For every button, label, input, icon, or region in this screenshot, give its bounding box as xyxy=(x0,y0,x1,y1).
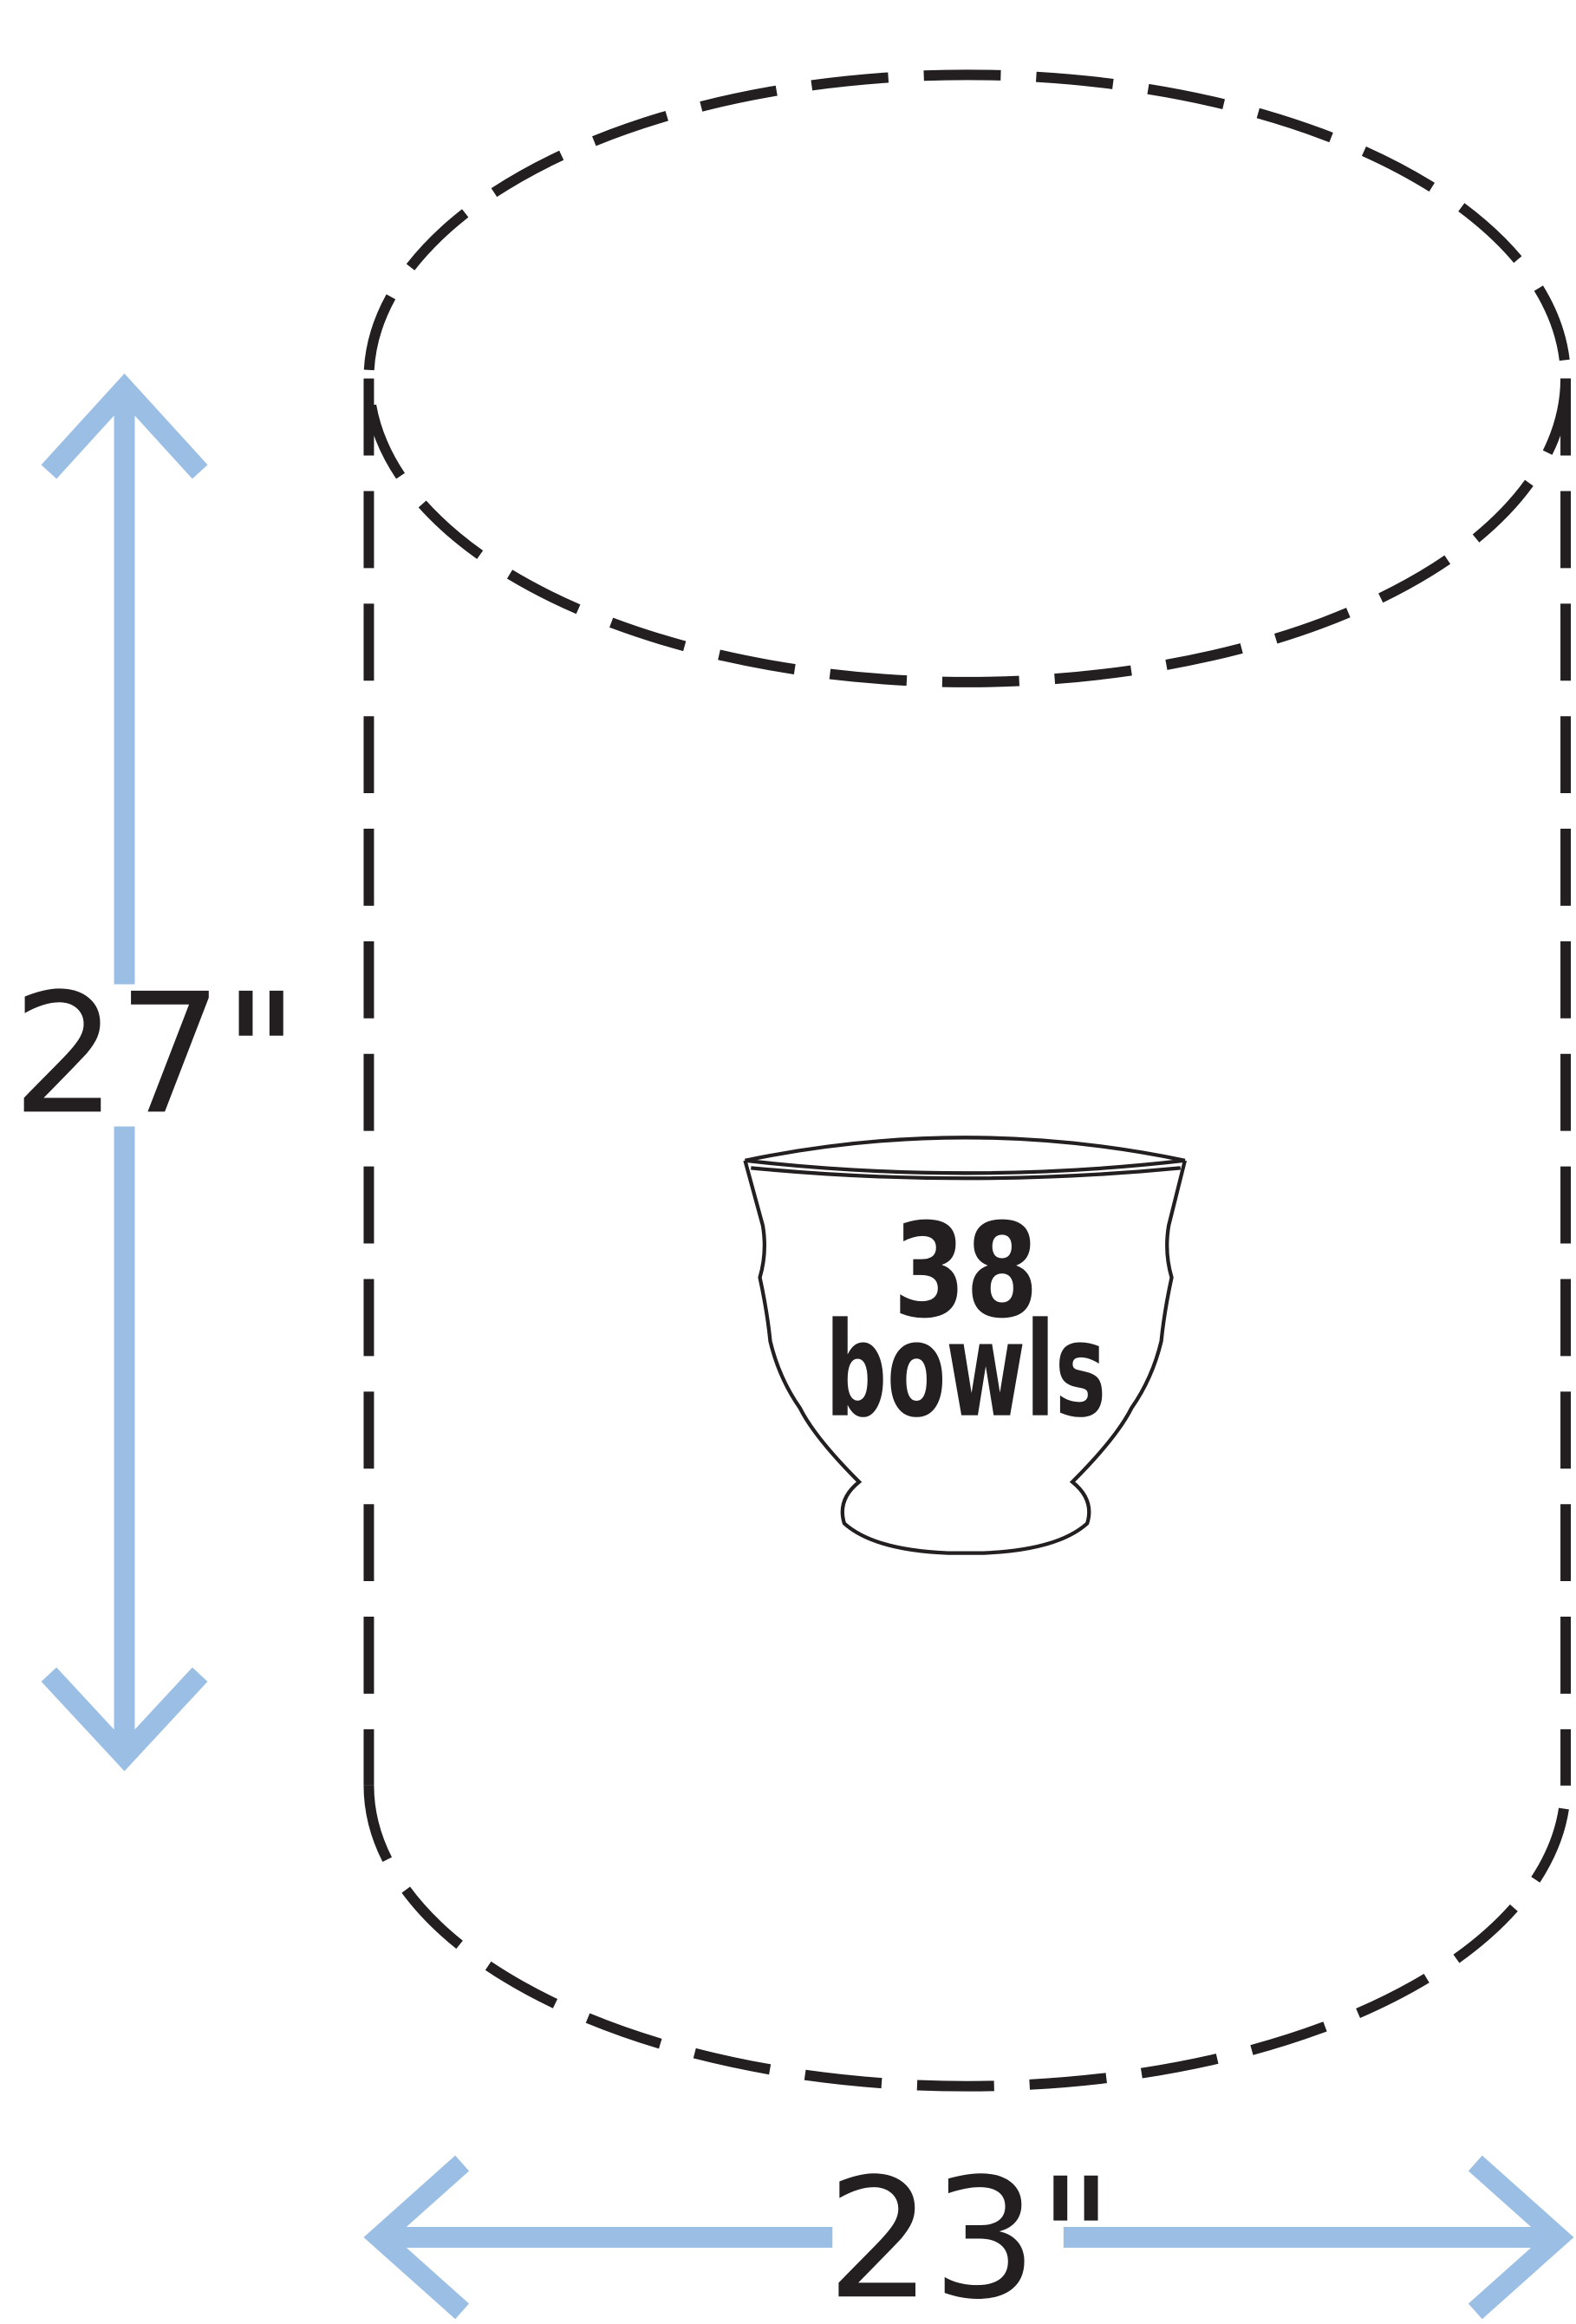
height-dimension: 27" xyxy=(12,373,300,1772)
arrow-up-icon xyxy=(41,373,208,479)
cylinder-top-ellipse xyxy=(363,69,1572,687)
height-label: 27" xyxy=(12,958,300,1151)
arrow-right-icon xyxy=(1468,2155,1574,2320)
bowl-count: 38 xyxy=(893,1196,1038,1347)
dashed-cylinder xyxy=(363,69,1572,2092)
bowl-unit: bowls xyxy=(825,1296,1106,1448)
cylinder-bottom-arc xyxy=(363,1785,1572,2092)
arrow-down-icon xyxy=(41,1667,208,1772)
width-dimension: 23" xyxy=(363,2143,1574,2324)
arrow-left-icon xyxy=(363,2155,470,2320)
width-label: 23" xyxy=(826,2143,1114,2324)
bowl-icon: 38 bowls xyxy=(743,1136,1187,1555)
